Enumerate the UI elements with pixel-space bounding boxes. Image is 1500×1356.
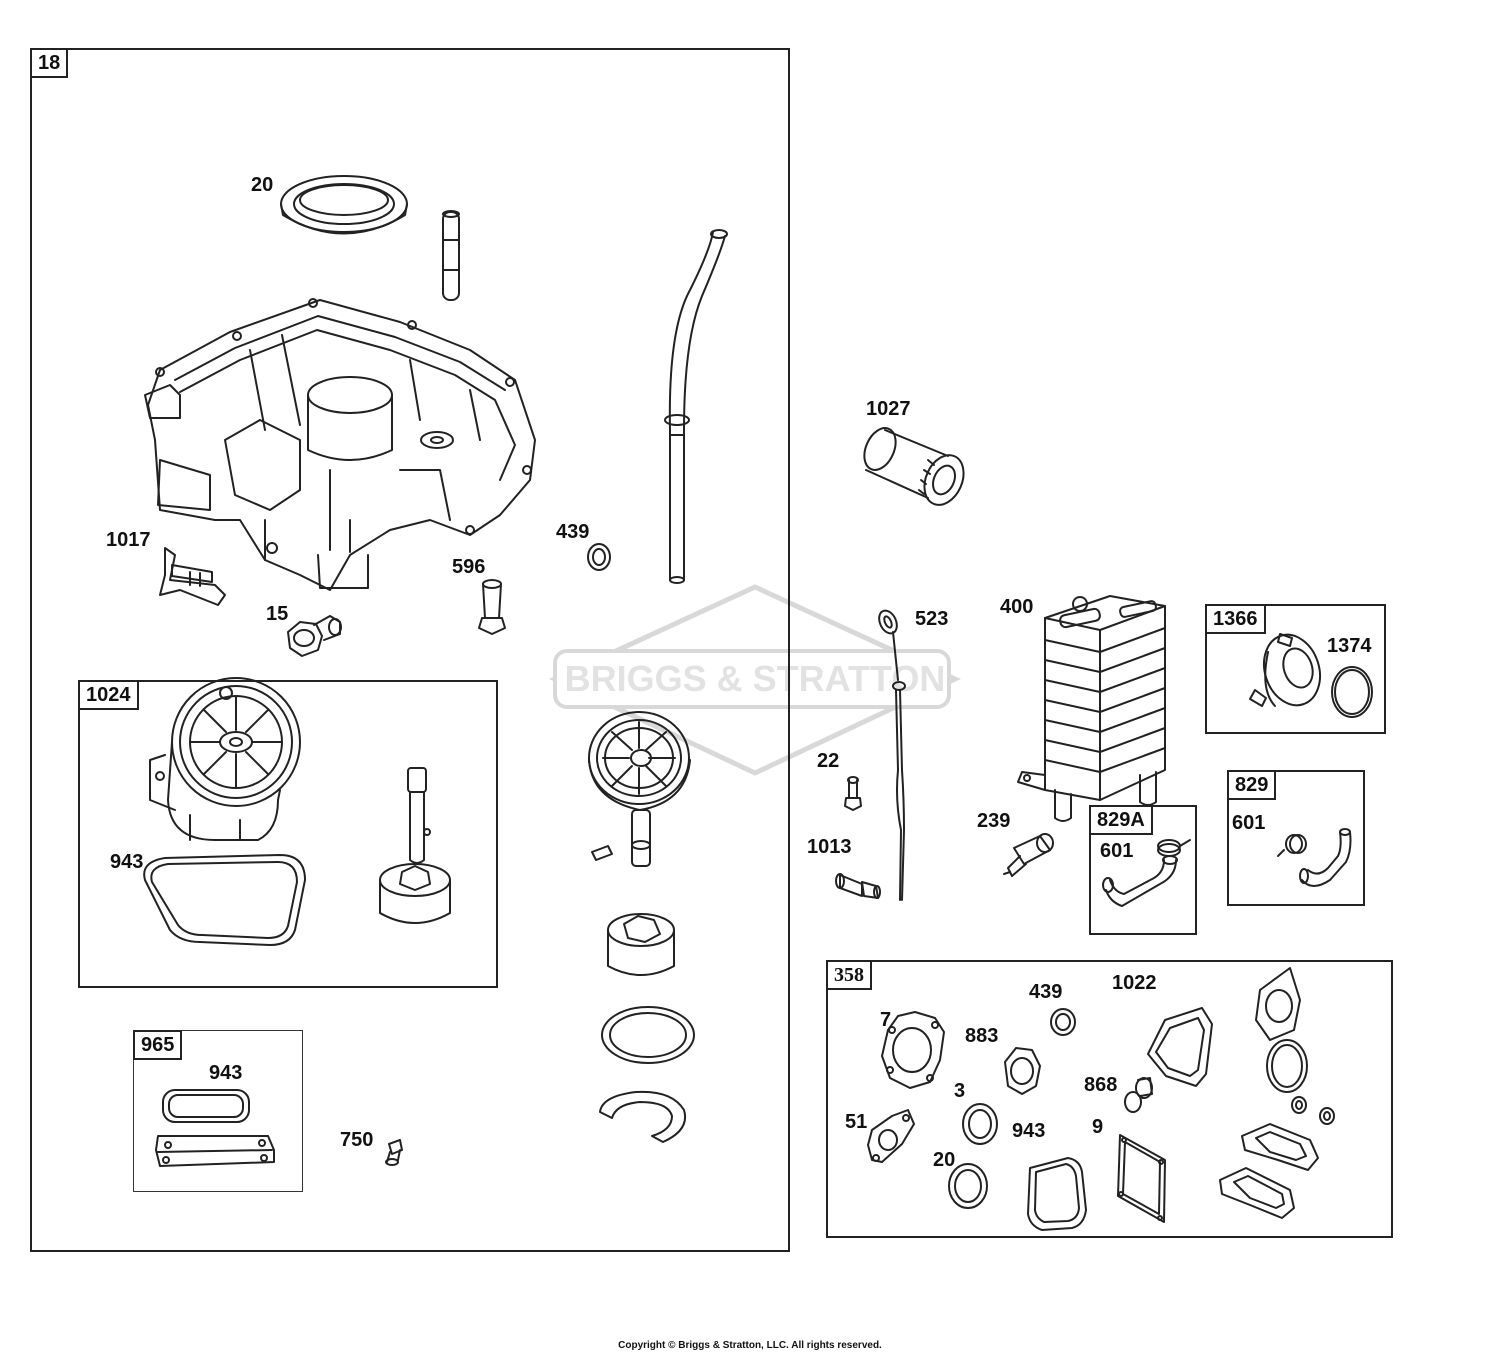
callout-gs-1022: 1022 [1112,972,1157,994]
group-box-1366 [1205,604,1386,734]
callout-hose-601-a: 601 [1100,840,1134,862]
group-box-829 [1227,770,1365,906]
gs-7-gasket-part [881,1011,945,1089]
filter-kit-gasket-part [162,1089,250,1123]
group-tag-1024: 1024 [78,680,139,710]
gs-943-gasket-part [1027,1157,1087,1231]
copyright-text: Copyright © Briggs & Stratton, LLC. All … [618,1340,882,1351]
pump-rotor-part [379,863,451,924]
crankshaft-seal-part [280,175,408,235]
callout-gs-51: 51 [845,1111,868,1133]
dipstick-part [878,609,906,901]
callout-gs-7: 7 [880,1009,892,1031]
gs-439-o-ring-part [1050,1008,1076,1036]
oil-pump-gear-part [588,711,691,867]
callout-o-ring-439: 439 [556,521,590,543]
callout-gs-883: 883 [965,1025,999,1047]
group-box-965 [133,1030,303,1192]
gs-20-seal-part [948,1163,988,1209]
group-tag-18: 18 [30,48,69,78]
hose-a-part [1102,855,1178,907]
retaining-ring-part [599,1090,686,1143]
gs-883-gasket-part [1004,1047,1041,1095]
group-tag-1366: 1366 [1205,604,1266,634]
screw-part [385,1139,403,1166]
hose-clamp-a-part [1157,839,1191,857]
callout-plug-15: 15 [266,603,289,625]
group-tag-829: 829 [1227,770,1277,800]
callout-dipstick-523: 523 [915,608,949,630]
hose-clamp-b-part [1277,834,1307,857]
callout-bolt-596: 596 [452,556,486,578]
briggs-stratton-watermark: BRIGGS & STRATTON [549,584,961,776]
oil-filter-adapter-part [1249,633,1321,707]
oil-filter-part [863,427,965,506]
cooler-bolt-part [844,776,862,811]
flange-bolt-part [478,579,506,635]
washer-ring-part [601,1006,695,1064]
gs-ring-large-part [1266,1039,1308,1093]
fitting-part [835,873,881,899]
callout-o-ring-1374: 1374 [1327,635,1372,657]
pump-gasket-part [143,854,306,946]
callout-fitting-1013: 1013 [807,836,852,858]
callout-gasket-943-kit: 943 [209,1062,243,1084]
gs-51-gasket-part [867,1109,915,1163]
group-box-18 [30,48,790,1252]
svg-text:BRIGGS & STRATTON: BRIGGS & STRATTON [565,658,946,699]
gs-manifold-gasket-part [1255,967,1301,1041]
gs-exhaust-gasket-a-part [1241,1123,1319,1171]
callout-switch-239: 239 [977,810,1011,832]
gs-9-gasket-part [1117,1134,1166,1223]
callout-seal-20: 20 [251,174,274,196]
callout-filter-1027: 1027 [866,398,911,420]
group-box-358 [826,960,1393,1238]
callout-bolt-22: 22 [817,750,840,772]
oil-pump-housing-part [149,677,301,841]
filter-kit-cover-part [155,1135,275,1167]
group-box-1024 [78,680,498,988]
callout-hose-601-b: 601 [1232,812,1266,834]
callout-cooler-400: 400 [1000,596,1034,618]
gs-exhaust-gasket-b-part [1219,1167,1295,1219]
o-ring-part [587,543,611,571]
adapter-o-ring-part [1331,666,1373,718]
group-tag-358: 358 [826,960,872,990]
callout-gasket-943-pump: 943 [110,851,144,873]
callout-screw-750: 750 [340,1129,374,1151]
callout-gs-943: 943 [1012,1120,1046,1142]
dowel-pin-part [442,210,460,301]
crankcase-sump-part [144,298,536,591]
callout-gs-20: 20 [933,1149,956,1171]
gear-pin-part [591,845,613,861]
drain-plug-part [287,615,342,657]
callout-gs-3: 3 [954,1080,966,1102]
pressure-switch-part [1003,833,1054,877]
gs-ring-small-part [1291,1096,1335,1125]
oil-cooler-part [1017,595,1166,822]
callout-gs-9: 9 [1092,1116,1104,1138]
callout-gs-439: 439 [1029,981,1063,1003]
oil-fill-tube-part [664,229,728,584]
callout-clip-1017: 1017 [106,529,151,551]
group-tag-829a: 829A [1089,805,1153,835]
hose-b-part [1299,828,1352,887]
callout-gs-868: 868 [1084,1074,1118,1096]
pump-rotor-large-part [607,913,675,976]
gs-3-seal-part [962,1103,998,1145]
tube-clip-part [159,547,226,606]
gs-1022-gasket-part [1147,1007,1213,1087]
group-tag-965: 965 [133,1030,183,1060]
pump-shaft-part [407,767,431,864]
gs-868-seal-part [1124,1077,1153,1113]
